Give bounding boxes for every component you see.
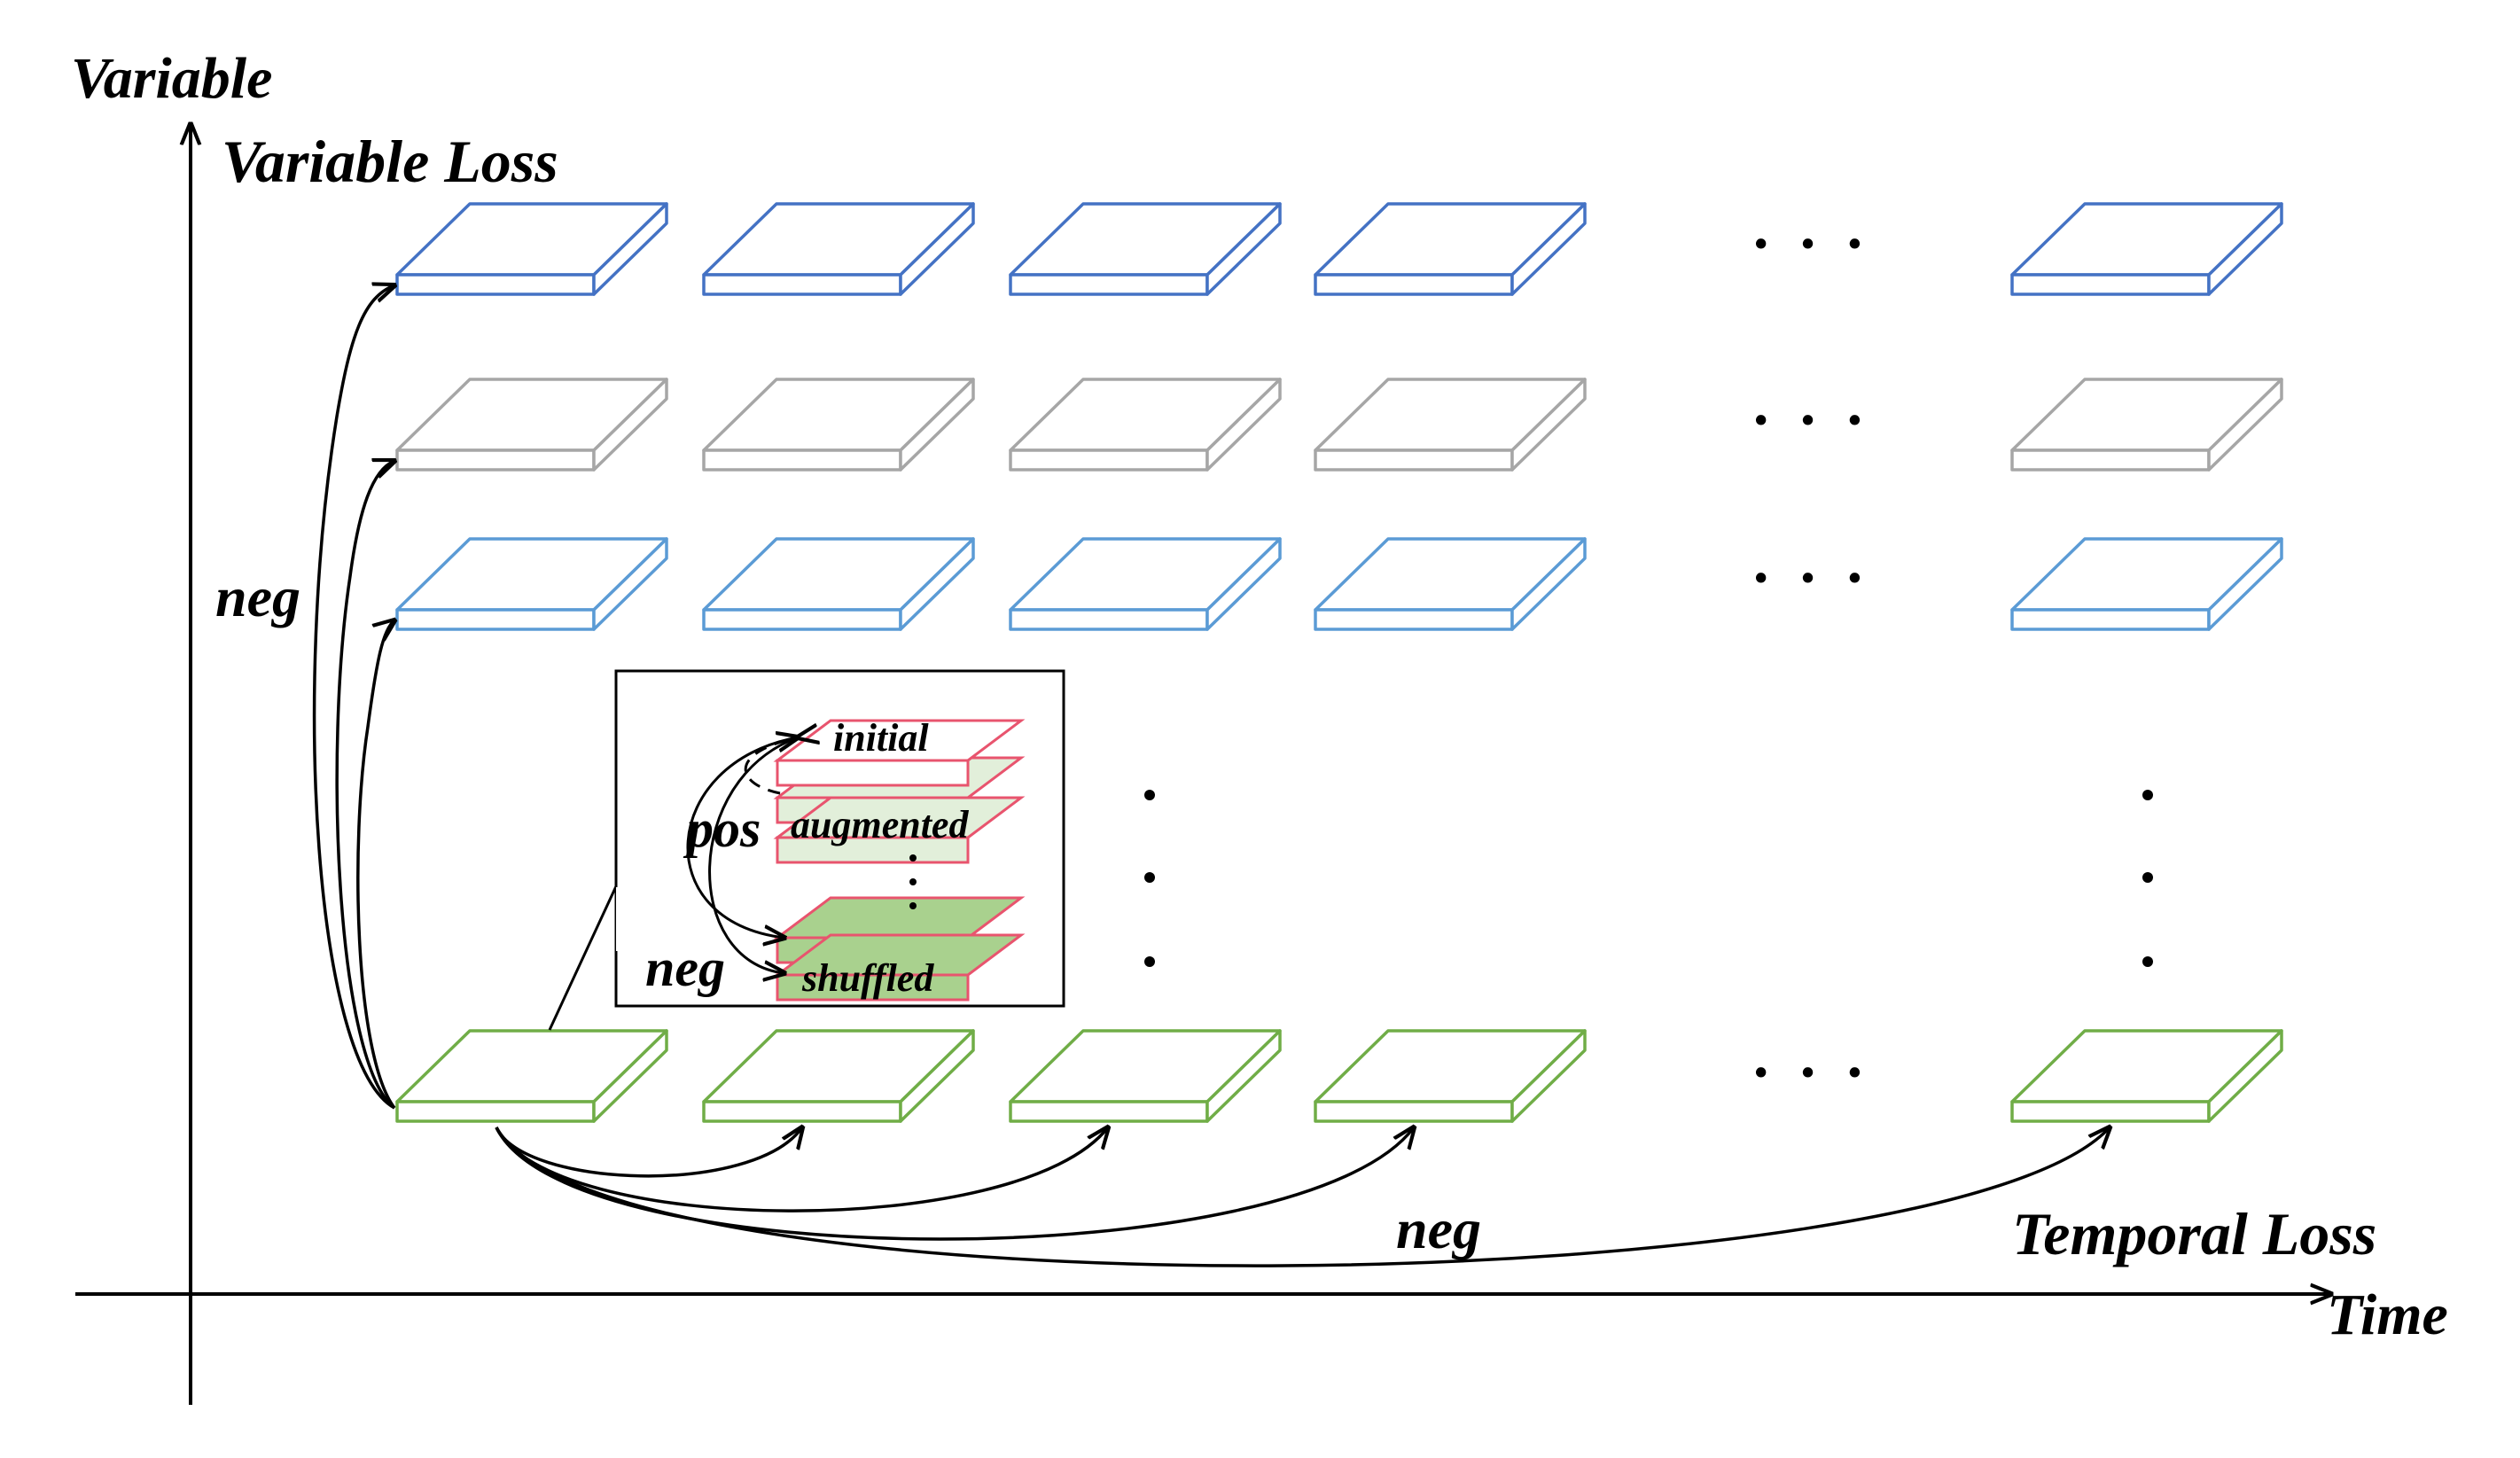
temporal-neg-arrow-col2	[495, 1127, 802, 1178]
horizontal-ellipsis-3: · · ·	[1751, 544, 1870, 612]
inset-shuffled-plane-front-edge	[776, 973, 970, 1002]
augmentation-inset: pos neg initial augmented shuffled	[548, 669, 1065, 1031]
target-row-slab-2	[702, 1029, 975, 1123]
variable-row-1-slab-3	[1009, 202, 1282, 296]
temporal-neg-arrow-col3	[495, 1127, 1108, 1212]
variable-loss-label: Variable Loss	[222, 128, 558, 195]
temporal-loss-label: Temporal Loss	[2012, 1200, 2376, 1267]
temporal-neg-arrow-col4	[495, 1127, 1414, 1241]
inset-initial-plane-edge	[776, 759, 970, 787]
variable-neg-label: neg	[215, 565, 300, 628]
inset-callout-pointer	[548, 885, 618, 1031]
variable-row-3-slab-4	[1314, 537, 1587, 631]
target-row-slab-3	[1009, 1029, 1282, 1123]
vertical-ellipsis-1	[1144, 790, 1155, 967]
variable-row-2-slab-2	[702, 378, 975, 472]
y-axis-label: Variable	[71, 46, 272, 111]
inset-neg-arrow-1	[686, 737, 798, 938]
variable-row-3-slab-3	[1009, 537, 1282, 631]
variable-neg-arrows	[312, 285, 394, 1110]
variable-neg-arrow-row3	[356, 620, 394, 1110]
patch-grid	[395, 202, 2283, 1123]
horizontal-ellipsis-1: · · ·	[1751, 210, 1870, 278]
target-row-slab-1	[395, 1029, 668, 1123]
variable-row-1-slab-4	[1314, 202, 1587, 296]
temporal-neg-arrows	[495, 1127, 2110, 1267]
variable-row-1-slab-5	[2010, 202, 2283, 296]
target-row-slab-4	[1314, 1029, 1587, 1123]
inset-vertical-ellipsis	[909, 854, 917, 909]
horizontal-ellipsis-2: · · ·	[1751, 386, 1870, 455]
variable-row-2-slab-5	[2010, 378, 2283, 472]
inset-neg-arrow-2	[708, 736, 799, 973]
variable-row-3-slab-2	[702, 537, 975, 631]
x-axis-label: Time	[2327, 1283, 2448, 1347]
variable-row-3-slab-1	[395, 537, 668, 631]
variable-neg-arrow-row2	[335, 461, 394, 1110]
variable-neg-arrow-row1	[312, 285, 394, 1110]
temporal-neg-label: neg	[1396, 1197, 1481, 1260]
variable-row-1-slab-1	[395, 202, 668, 296]
inset-augmented-label: augmented	[791, 803, 969, 846]
horizontal-ellipsis-4: · · ·	[1751, 1039, 1870, 1107]
ellipsis-group: · · · · · · · · · · · ·	[1144, 210, 2153, 1107]
variable-row-2-slab-3	[1009, 378, 1282, 472]
inset-shuffled-label: shuffled	[801, 956, 934, 1000]
variable-row-2-slab-1	[395, 378, 668, 472]
inset-initial-label: initial	[833, 716, 929, 760]
variable-row-1-slab-2	[702, 202, 975, 296]
vertical-ellipsis-2	[2142, 790, 2153, 967]
variable-row-2-slab-4	[1314, 378, 1587, 472]
variable-row-3-slab-5	[2010, 537, 2283, 631]
target-row-slab-5	[2010, 1029, 2283, 1123]
inset-pos-label: pos	[683, 799, 761, 858]
temporal-neg-arrow-last	[495, 1127, 2110, 1267]
inset-neg-label: neg	[645, 939, 725, 997]
